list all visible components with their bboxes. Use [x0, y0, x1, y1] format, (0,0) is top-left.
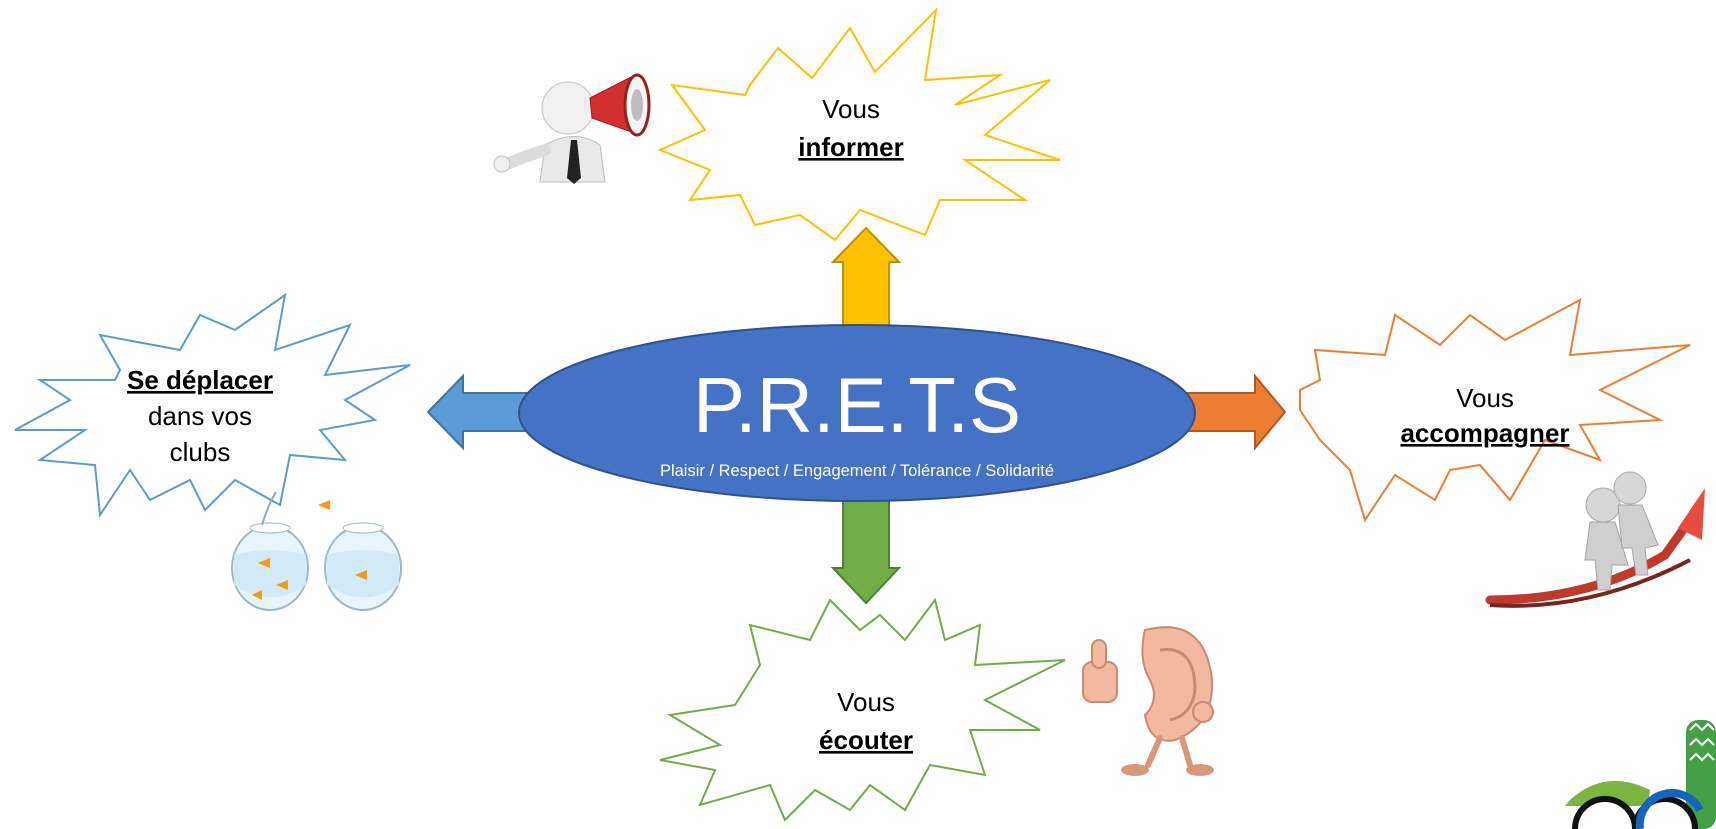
- center-title: P.R.E.T.S: [693, 361, 1021, 449]
- starburst-left: [14, 292, 411, 518]
- bottom-bubble-line1: Vous: [837, 687, 895, 717]
- starburst-top: [657, 7, 1061, 242]
- arrow-left: [426, 373, 529, 451]
- center-ellipse: [518, 324, 1196, 502]
- megaphone-man-icon: [493, 73, 651, 184]
- bottom-bubble-line2: écouter: [819, 725, 913, 755]
- top-bubble-line1: Vous: [822, 94, 880, 124]
- fish-bowls-icon: [231, 491, 402, 611]
- ear-thumbs-up-icon: [1082, 626, 1214, 776]
- right-bubble-line1: Vous: [1456, 383, 1514, 413]
- left-bubble-line2: dans vos: [148, 401, 252, 431]
- left-bubble-line1: Se déplacer: [127, 365, 273, 395]
- climbing-figures-icon: [1485, 471, 1705, 608]
- right-bubble-line2: accompagner: [1400, 418, 1569, 448]
- center-subtitle: Plaisir / Respect / Engagement / Toléran…: [660, 462, 1054, 480]
- top-bubble-line2: informer: [798, 132, 903, 162]
- arrow-right: [1185, 373, 1287, 451]
- starburst-right: [1299, 298, 1691, 523]
- starburst-bottom: [659, 597, 1066, 822]
- arrow-down: [830, 497, 902, 605]
- left-bubble-line3: clubs: [170, 437, 231, 467]
- arrow-up: [830, 226, 902, 329]
- mascot-logo-icon: [1565, 720, 1716, 829]
